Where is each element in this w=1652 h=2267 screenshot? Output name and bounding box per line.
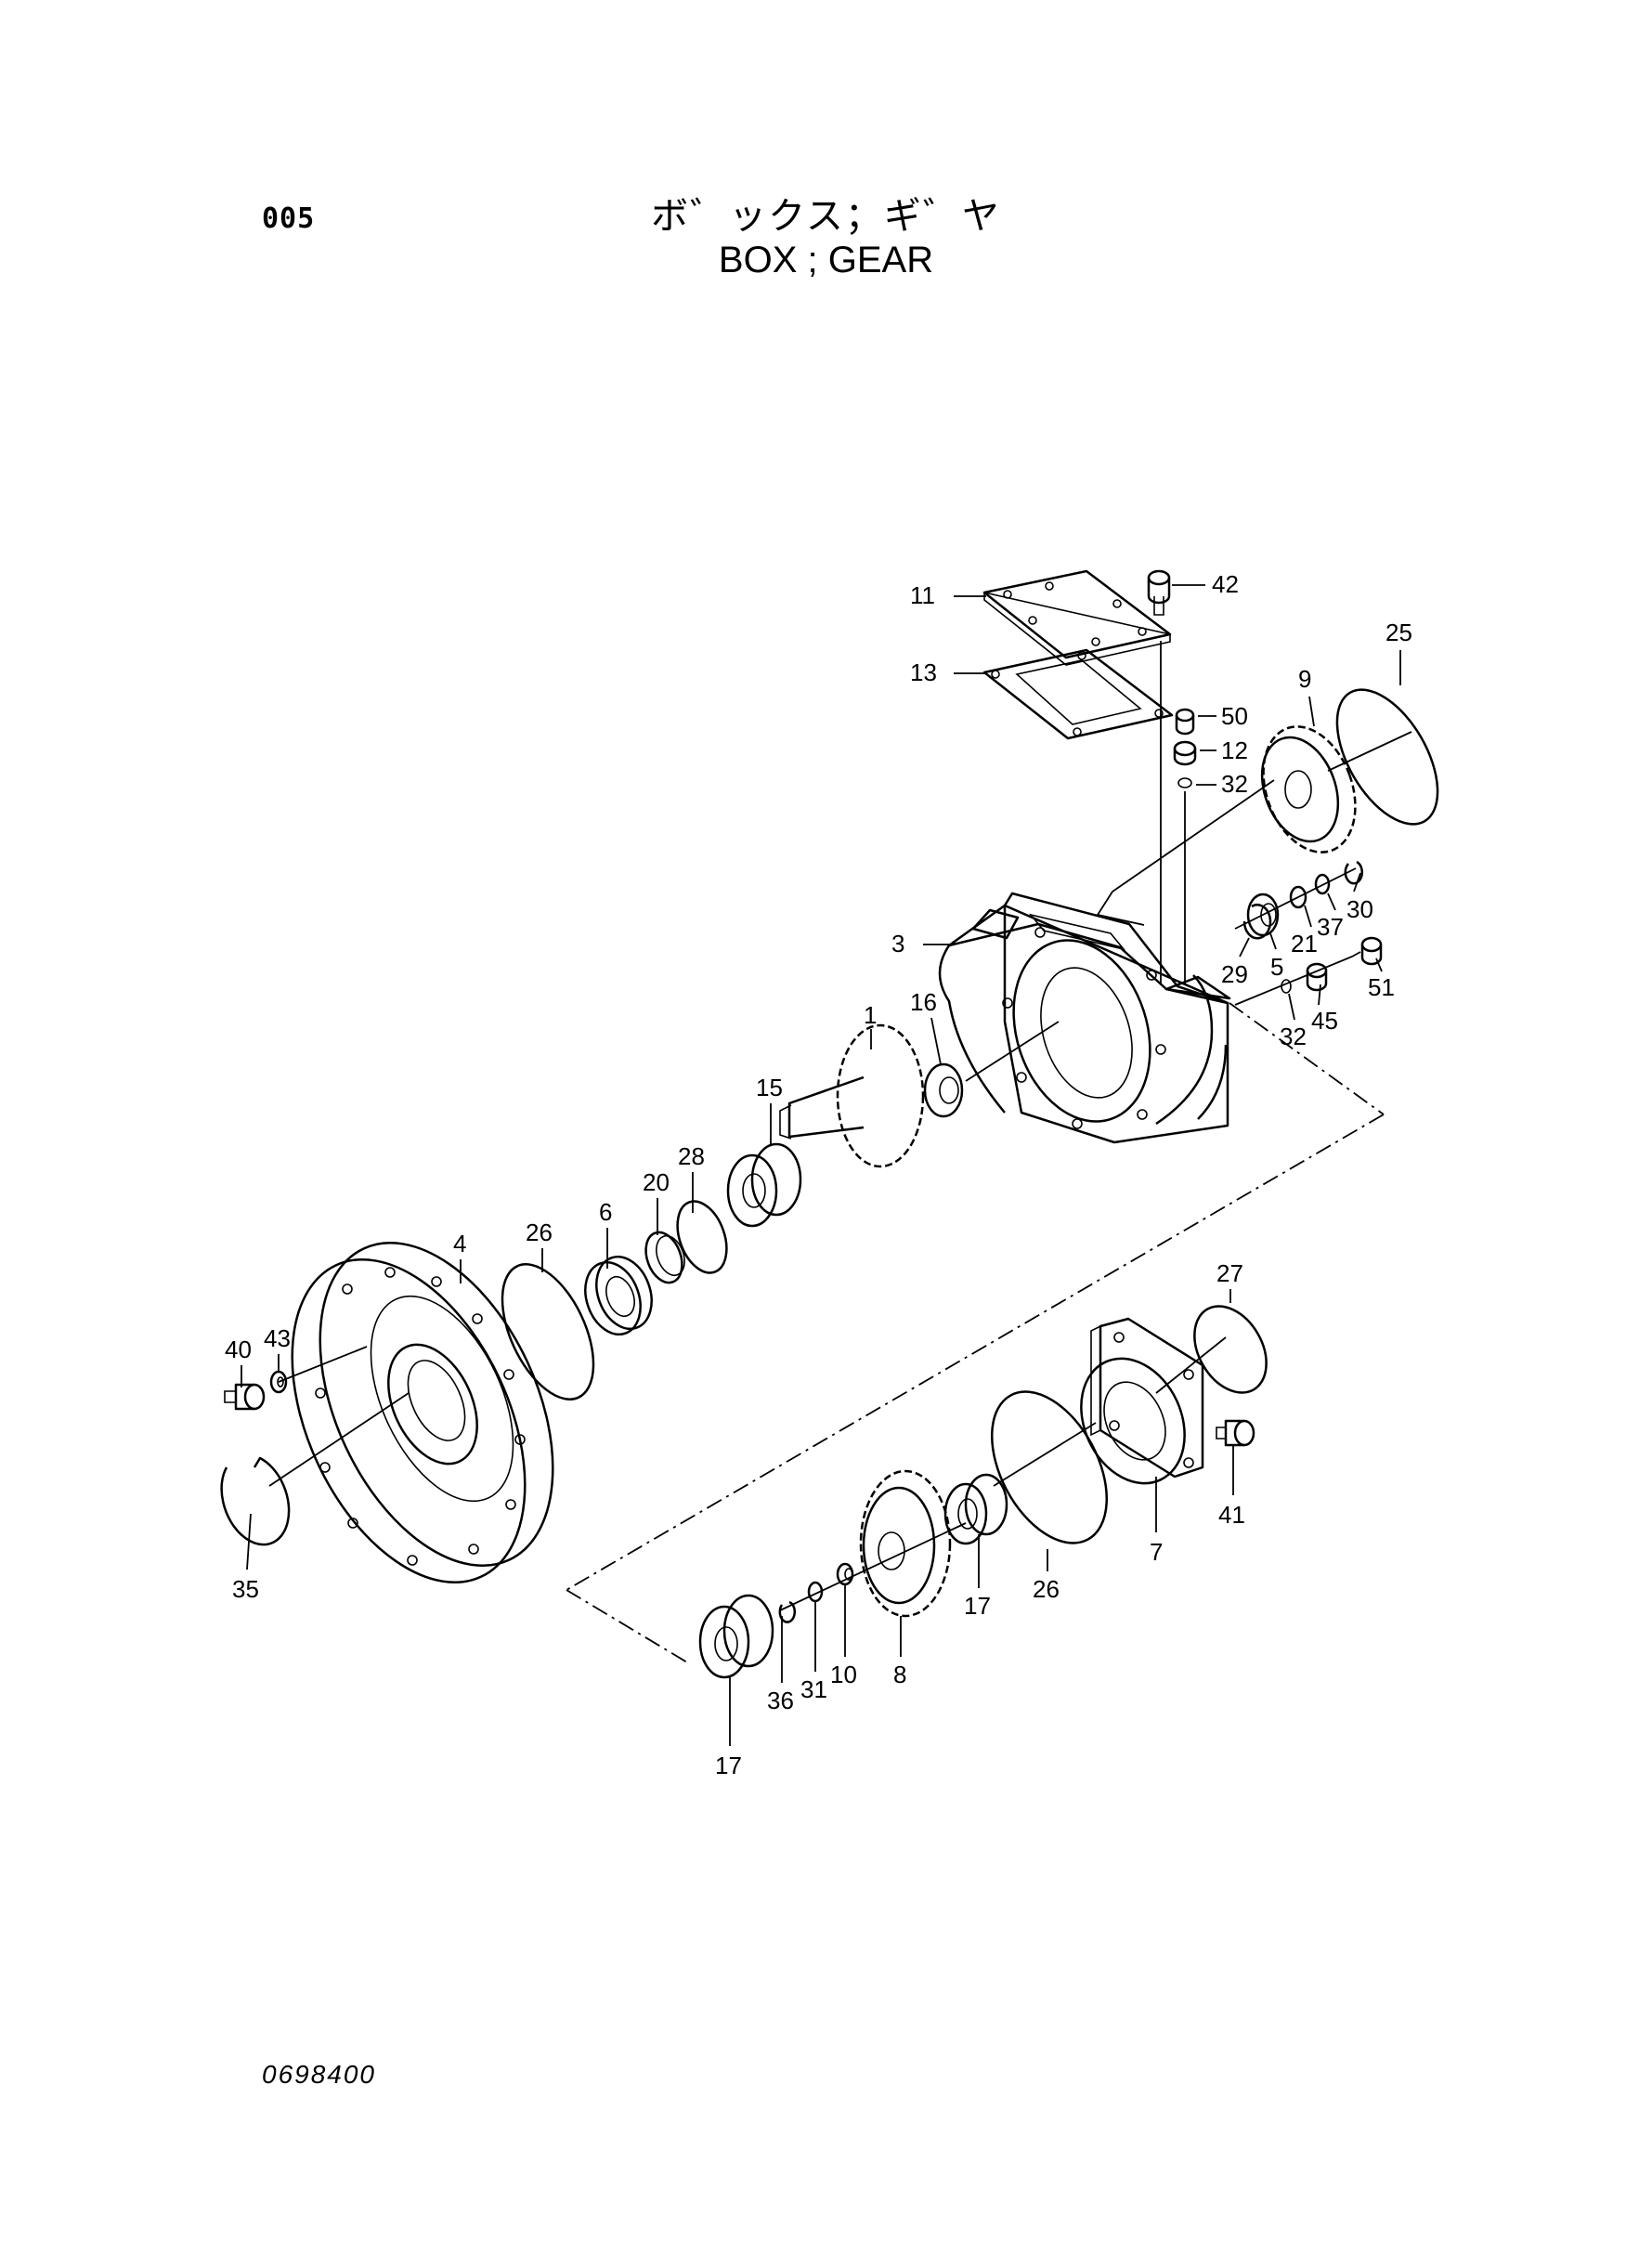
- part-42-bolt: [1147, 569, 1171, 616]
- callout-16: 16: [910, 988, 937, 1016]
- part-35-snap-ring: [220, 1456, 291, 1546]
- callout-45: 45: [1311, 1007, 1338, 1035]
- callout-29: 29: [1221, 960, 1248, 988]
- part-45-plug: [1306, 962, 1328, 992]
- callout-28: 28: [678, 1142, 705, 1170]
- callout-36: 36: [767, 1687, 794, 1714]
- callout-1: 1: [864, 1001, 877, 1029]
- part-16-bearing: [923, 1062, 964, 1118]
- callout-43: 43: [264, 1324, 291, 1352]
- callout-5: 5: [1270, 953, 1283, 981]
- callout-11: 11: [910, 581, 935, 609]
- part-1-pinion-gear: [779, 1023, 925, 1168]
- part-7-bearing-housing: [1080, 1317, 1204, 1485]
- callout-50: 50: [1221, 702, 1248, 730]
- callout-4: 4: [453, 1230, 466, 1257]
- page-title-english: BOX ; GEAR: [718, 240, 934, 280]
- page-number: 005: [262, 202, 316, 235]
- part-3-gearbox-housing: [938, 892, 1231, 1144]
- callout-6: 6: [599, 1198, 612, 1226]
- part-29-snap-ring: [1242, 904, 1272, 940]
- part-51-plug: [1360, 936, 1383, 966]
- callout-35: 35: [232, 1575, 259, 1603]
- drawing-code: 0698400: [262, 2060, 377, 2089]
- callout-10: 10: [830, 1661, 857, 1688]
- callout-32-upper: 32: [1221, 770, 1248, 798]
- part-6-seal: [584, 1255, 653, 1336]
- part-9-upper-gear: [1260, 725, 1357, 853]
- callout-40: 40: [225, 1335, 252, 1363]
- callout-37: 37: [1317, 913, 1344, 941]
- callout-leaders: [241, 584, 1401, 1746]
- part-10-spacer: [836, 1562, 854, 1586]
- part-37-ring: [1314, 873, 1331, 895]
- part-26-o-ring-lower: [990, 1390, 1109, 1544]
- callout-27: 27: [1216, 1259, 1243, 1287]
- part-4-flange-cover: [291, 1241, 554, 1584]
- callout-17-upper: 17: [964, 1592, 991, 1620]
- callout-25: 25: [1385, 619, 1412, 646]
- callout-26-lower: 26: [1033, 1575, 1060, 1603]
- callout-12: 12: [1221, 736, 1248, 764]
- callout-42: 42: [1212, 570, 1239, 598]
- callout-labels: 11 42 13 25 50 9 12 32 3 30 37 21 29 5 5…: [225, 570, 1412, 1779]
- part-15-bearing: [726, 1142, 802, 1228]
- callout-7: 7: [1150, 1538, 1163, 1566]
- callout-21: 21: [1291, 930, 1318, 958]
- callout-3: 3: [891, 930, 904, 958]
- part-28-o-ring: [676, 1200, 728, 1274]
- parts-50-12-32-plug: [1173, 708, 1197, 788]
- callout-20: 20: [643, 1168, 670, 1196]
- part-17-bearing-lower: [698, 1594, 774, 1679]
- callout-31: 31: [800, 1675, 827, 1703]
- part-27-o-ring: [1193, 1305, 1268, 1394]
- part-13-gasket: [982, 648, 1174, 740]
- callout-8: 8: [893, 1661, 906, 1688]
- callout-15: 15: [756, 1074, 783, 1101]
- callout-26-upper: 26: [526, 1218, 553, 1246]
- part-40-bolt: [224, 1383, 266, 1411]
- assembly-lines: [268, 641, 1412, 1663]
- page-title-japanese: ボ゛ックス；ギ゛ヤ: [651, 195, 1001, 238]
- part-30-ring: [1344, 860, 1364, 885]
- part-36-snap-ring: [778, 1600, 797, 1623]
- callout-32-lower: 32: [1280, 1023, 1307, 1050]
- callout-51: 51: [1368, 973, 1395, 1001]
- part-20-ring: [644, 1231, 685, 1284]
- part-43-washer: [269, 1370, 288, 1394]
- part-41-bolt: [1216, 1419, 1255, 1447]
- callout-17-lower: 17: [715, 1752, 742, 1779]
- part-26-o-ring-upper: [501, 1263, 595, 1401]
- part-25-o-ring: [1335, 688, 1439, 826]
- callout-13: 13: [910, 658, 937, 686]
- callout-9: 9: [1298, 665, 1311, 693]
- part-8-lower-gear: [859, 1469, 952, 1618]
- callout-41: 41: [1218, 1501, 1245, 1529]
- part-17-bearing-upper: [943, 1473, 1008, 1545]
- part-21-washer: [1289, 885, 1307, 909]
- callout-30: 30: [1346, 895, 1373, 923]
- part-11-cover-plate: [982, 569, 1172, 666]
